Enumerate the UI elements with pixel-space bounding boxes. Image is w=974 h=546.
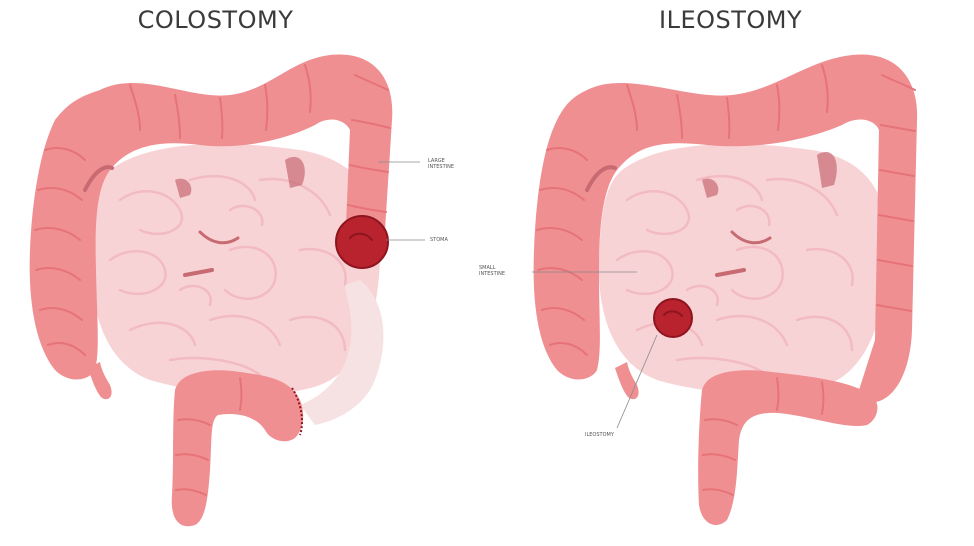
ileostomy-stoma (654, 299, 692, 337)
small-intestine (599, 144, 888, 394)
small-intestine-label: Small Intestine (479, 265, 521, 277)
colostomy-panel: COLOSTOMY (0, 0, 487, 546)
ileostomy-panel: ILEOSTOMY (487, 0, 974, 546)
small-intestine (92, 144, 381, 394)
stoma (336, 216, 388, 268)
colostomy-diagram (0, 0, 487, 546)
stoma-label: Stoma (430, 237, 448, 243)
ileostomy-label: Ileostomy (585, 432, 614, 438)
large-intestine-label: Large Intestine (428, 158, 468, 170)
ileostomy-diagram (487, 0, 974, 546)
